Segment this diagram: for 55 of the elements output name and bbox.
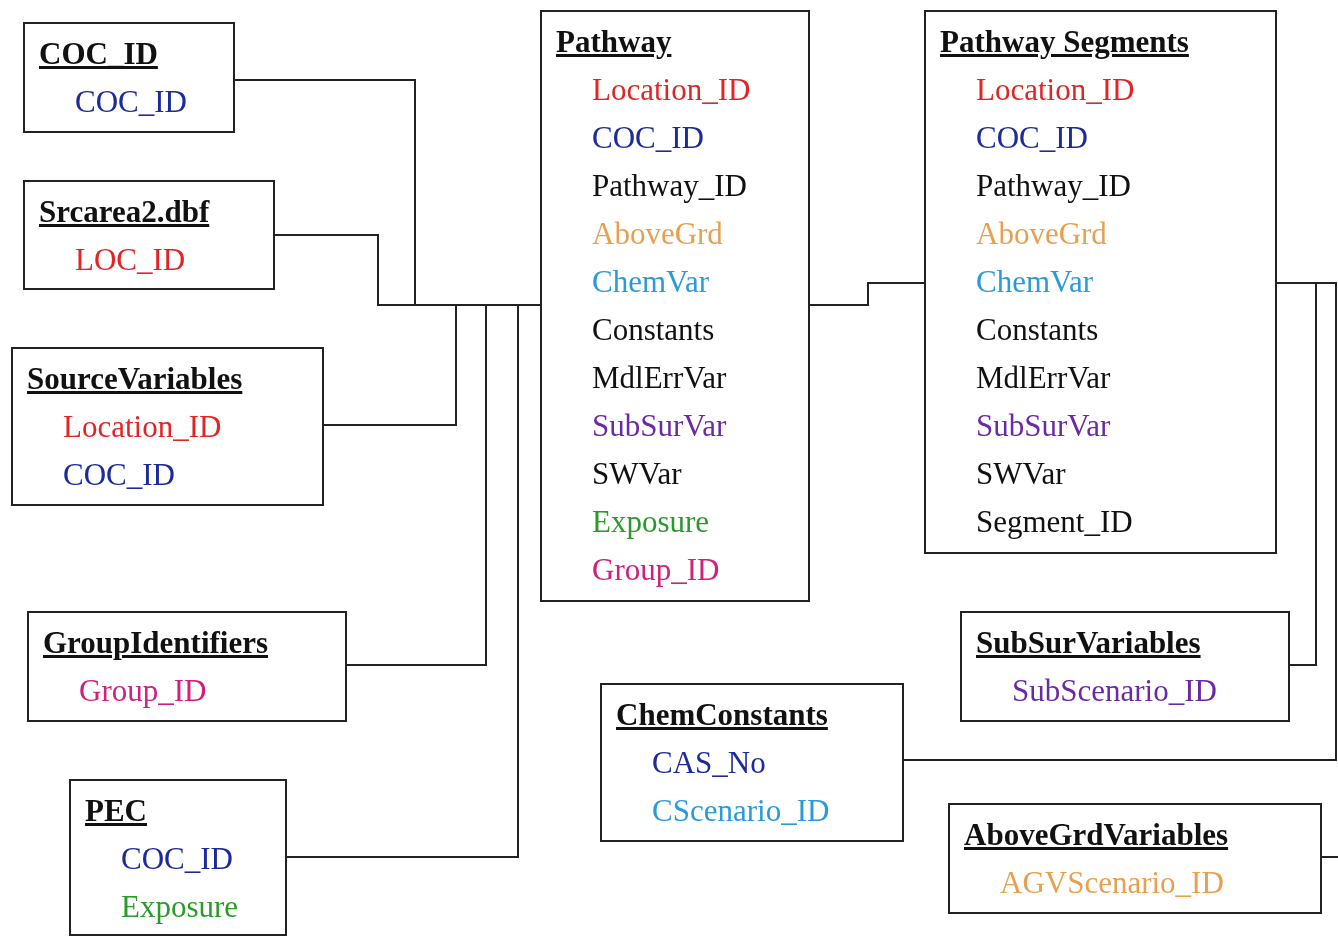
table-box — [924, 10, 1277, 554]
field-name: AGVScenario_ID — [1000, 864, 1224, 902]
table-name: COC_ID — [39, 35, 158, 73]
field-name: COC_ID — [63, 456, 175, 494]
table-name: GroupIdentifiers — [43, 624, 269, 662]
field-name: ChemVar — [592, 263, 710, 301]
connector-line — [903, 282, 1337, 761]
field-name: SubScenario_ID — [1012, 672, 1217, 710]
field-name: Exposure — [121, 888, 239, 926]
field-name: Constants — [976, 311, 1099, 349]
field-name: CAS_No — [652, 744, 766, 782]
table-box — [11, 347, 324, 506]
field-name: COC_ID — [592, 119, 704, 157]
field-name: Location_ID — [592, 71, 751, 109]
field-name: LOC_ID — [75, 241, 186, 279]
table-name: Pathway Segments — [940, 23, 1189, 61]
field-name: SWVar — [592, 455, 682, 493]
field-name: ChemVar — [976, 263, 1094, 301]
field-name: Group_ID — [79, 672, 207, 710]
field-name: AboveGrd — [976, 215, 1107, 253]
field-name: Segment_ID — [976, 503, 1133, 541]
table-box — [27, 611, 347, 722]
field-name: SWVar — [976, 455, 1066, 493]
field-name: CScenario_ID — [652, 792, 830, 830]
field-name: COC_ID — [121, 840, 233, 878]
field-name: COC_ID — [976, 119, 1088, 157]
field-name: Location_ID — [63, 408, 222, 446]
table-name: Srcarea2.dbf — [39, 193, 210, 231]
field-name: Group_ID — [592, 551, 720, 589]
field-name: Pathway_ID — [592, 167, 747, 205]
connector-line — [1321, 856, 1338, 858]
table-box — [948, 803, 1322, 914]
field-name: Exposure — [592, 503, 710, 541]
field-name: SubSurVar — [976, 407, 1111, 445]
field-name: Location_ID — [976, 71, 1135, 109]
table-name: SubSurVariables — [976, 624, 1201, 662]
field-name: SubSurVar — [592, 407, 727, 445]
field-name: MdlErrVar — [592, 359, 727, 397]
table-box — [23, 22, 235, 133]
field-name: Pathway_ID — [976, 167, 1131, 205]
table-box — [69, 779, 287, 936]
field-name: AboveGrd — [592, 215, 723, 253]
table-box — [23, 180, 275, 290]
table-name: Pathway — [556, 23, 672, 61]
table-name: SourceVariables — [27, 360, 243, 398]
table-box — [540, 10, 810, 602]
field-name: Constants — [592, 311, 715, 349]
table-name: PEC — [85, 792, 147, 830]
table-name: AboveGrdVariables — [964, 816, 1229, 854]
table-box — [960, 611, 1290, 722]
table-box — [600, 683, 904, 842]
connector-line — [809, 282, 925, 306]
field-name: MdlErrVar — [976, 359, 1111, 397]
field-name: COC_ID — [75, 83, 187, 121]
table-name: ChemConstants — [616, 696, 828, 734]
